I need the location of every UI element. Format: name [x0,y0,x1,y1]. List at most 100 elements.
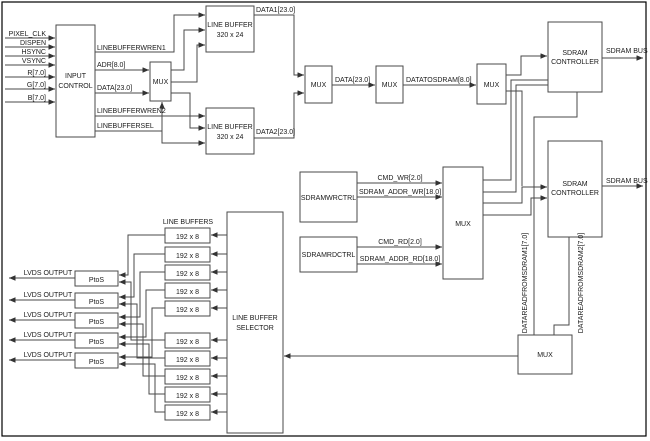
buffer192-10-label: 192 x 8 [176,411,199,418]
block-buffer192-9 [164,386,211,403]
block-ptos-5 [74,352,119,369]
block-sdramrdctrl [299,236,358,273]
ptos-1-label: PtoS [89,277,105,284]
wire-dataread-sdram1 [533,92,578,335]
wire-buf8-ptos3 [119,321,165,377]
block-line-buffer-1 [205,5,255,53]
blocks [55,5,603,434]
buffer192-2-label: 192 x 8 [176,253,199,260]
wire-mux1-out-c [171,92,205,131]
wire-mux5-out4 [483,195,547,216]
block-mux4 [476,63,507,105]
label-line-buffers: LINE BUFFERS [163,219,214,226]
wire-mux1-out-b [171,42,205,83]
line-buffer-2-label-2: 320 x 24 [217,134,244,141]
buffer192-3-label: 192 x 8 [176,271,199,278]
block-buffer192-4 [164,282,211,299]
wire-labels: PIXEL_CLK DISPEN HSYNC VSYNC R[7.0] G[7.… [9,7,648,359]
label-lvds-4: LVDS OUTPUT [24,332,73,339]
sdram1-label-2: CONTROLLER [551,59,599,66]
mux6-label: MUX [537,352,553,359]
buffer192-6-label: 192 x 8 [176,339,199,346]
label-sdram-bus-1: SDRAM BUS [606,48,648,55]
label-cmd-rd: CMD_RD[2.0] [378,239,422,246]
block-input-control [55,24,96,138]
wire-data2 [254,90,304,139]
sdram2-label-2: CONTROLLER [551,190,599,197]
block-buffer192-6 [164,332,211,349]
mux2-label: MUX [311,82,327,89]
label-lvds-2: LVDS OUTPUT [24,292,73,299]
label-cmd-wr: CMD_WR[2.0] [377,175,422,182]
buffer192-8-label: 192 x 8 [176,375,199,382]
wire-buf3-ptos3 [119,271,165,320]
label-dataread-sdram2: DATAREADFROMSDRAM2[7.0] [578,233,585,334]
label-hsync: HSYNC [21,49,46,56]
block-buffer192-1 [164,227,211,244]
block-mux2 [304,65,333,104]
label-datatosdram: DATATOSDRAM[8.0] [406,77,472,84]
buffer192-1-label: 192 x 8 [176,234,199,241]
label-sdram-addr-wr: SDRAM_ADDR_WR[18.0] [359,189,441,196]
mux4-label: MUX [484,82,500,89]
buffer192-9-label: 192 x 8 [176,393,199,400]
label-linebufferwren1: LINEBUFFERWREN1 [97,45,166,52]
label-g: G[7.0] [27,82,46,89]
block-ptos-3 [74,312,119,329]
label-lvds-3: LVDS OUTPUT [24,312,73,319]
block-sdramwrctrl [299,171,358,223]
wire-mux4-to-sdram1 [506,53,547,76]
label-lvds-5: LVDS OUTPUT [24,352,73,359]
block-sdram-controller-1 [547,21,603,93]
block-labels: INPUT CONTROL MUX LINE BUFFER 320 x 24 L… [58,22,599,418]
sdramrdctrl-label: SDRAMRDCTRL [302,252,356,259]
block-mux1 [149,61,172,102]
wire-buf7-ptos2 [119,301,165,359]
block-sdram-controller-2 [547,140,603,238]
buffer192-7-label: 192 x 8 [176,357,199,364]
sdram2-label-1: SDRAM [562,181,587,188]
wire-sel-to-buffer2 [161,131,205,146]
sdramwrctrl-label: SDRAMWRCTRL [301,195,356,202]
mux1-label: MUX [153,79,169,86]
mux5-label: MUX [455,221,471,228]
wire-linebufferwren1 [95,12,205,53]
label-data1: DATA1[23.0] [256,7,295,14]
mux3-label: MUX [382,82,398,89]
block-ptos-1 [74,270,119,287]
label-vsync: VSYNC [22,58,46,65]
wire-buf2-ptos2 [119,253,165,300]
label-dispen: DISPEN [20,40,46,47]
buffer192-4-label: 192 x 8 [176,289,199,296]
input-control-label-1: INPUT [65,73,87,80]
label-dataread-sdram1: DATAREADFROMSDRAM1[7.0] [522,233,529,334]
wires [5,12,643,415]
block-buffer192-10 [164,404,211,421]
ptos-3-label: PtoS [89,319,105,326]
wire-data1 [254,14,304,78]
wire-mux5-out1 [483,79,548,181]
label-r: R[7.0] [27,70,46,77]
block-buffer192-5 [164,300,211,317]
wire-buf6-ptos1 [119,279,165,341]
wire-buf9-ptos4 [119,341,165,395]
wire-mux4-to-sdram2 [506,90,523,186]
label-linebuffersel: LINEBUFFERSEL [97,123,154,130]
label-sdram-bus-2: SDRAM BUS [606,178,648,185]
ptos-4-label: PtoS [89,339,105,346]
block-line-buffer-selector [226,211,284,434]
buffer192-5-label: 192 x 8 [176,307,199,314]
block-buffer192-3 [164,264,211,281]
label-data: DATA[23.0] [97,85,132,92]
block-line-buffer-2 [205,107,255,155]
label-linebufferwren2: LINEBUFFERWREN2 [97,108,166,115]
label-adr: ADR[8.0] [97,62,125,69]
line-buffer-1-label-1: LINE BUFFER [207,22,253,29]
label-data2: DATA2[23.0] [256,129,295,136]
wire-dataread-sdram2 [553,237,570,335]
block-mux6 [517,334,573,375]
selector-label-2: SELECTOR [236,325,274,332]
